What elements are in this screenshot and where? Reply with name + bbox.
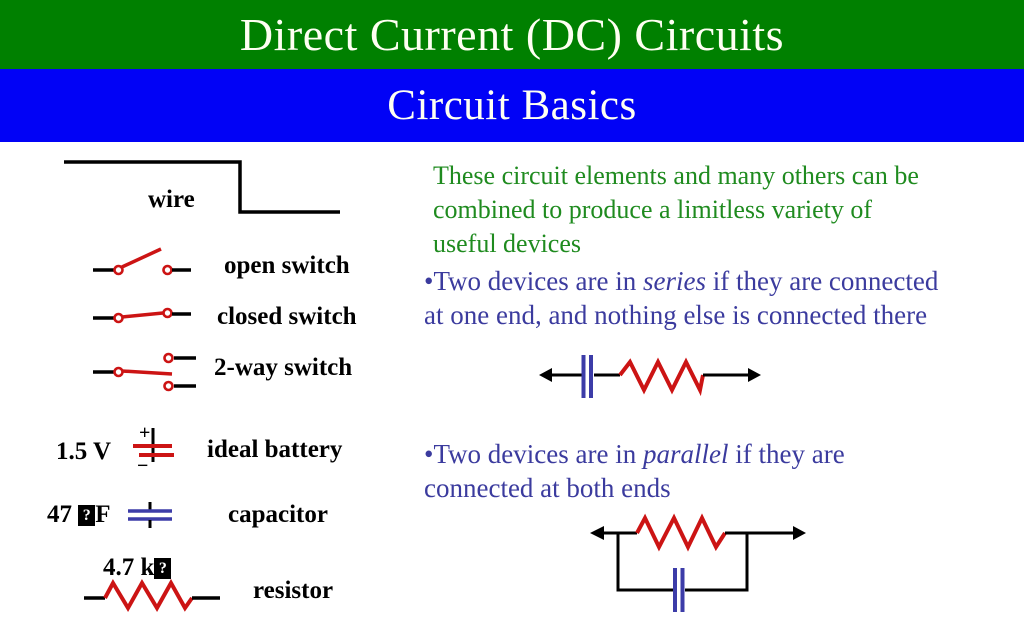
slide-subtitle: Circuit Basics: [387, 82, 637, 129]
wire-symbol: [64, 160, 340, 214]
switch-arm: [121, 247, 162, 269]
intro-text: These circuit elements and many others c…: [433, 159, 919, 261]
slide-title: Direct Current (DC) Circuits: [239, 9, 785, 60]
ideal-battery-symbol: [133, 428, 174, 462]
switch-arm: [121, 369, 173, 376]
capacitor-symbol: [128, 502, 172, 528]
open-switch-symbol: [93, 247, 191, 276]
capacitor-value-suffix: F: [95, 501, 111, 528]
resistor-label: resistor: [253, 577, 334, 604]
intro-line: combined to produce a limitless variety …: [433, 195, 872, 224]
arrow-right: [748, 368, 761, 382]
capacitor-value: 47 ?F: [47, 501, 111, 529]
two-way-switch-label: 2-way switch: [214, 354, 353, 381]
parallel-circuit-diagram: [590, 513, 806, 612]
arrow-left: [539, 368, 552, 382]
resistor-value-prefix: 4.7 k: [103, 554, 155, 581]
resistor-zigzag: [103, 578, 194, 612]
parallel-bullet-line1: •Two devices are in parallel if they are: [424, 437, 845, 471]
resistor-zigzag: [618, 357, 705, 397]
two-way-switch-symbol: [93, 352, 196, 392]
wire-label: wire: [148, 186, 195, 213]
contact-left: [113, 312, 124, 324]
closed-switch-symbol: [93, 307, 191, 324]
missing-glyph-box: ?: [154, 558, 172, 579]
battery-value: 1.5 V: [56, 438, 112, 465]
capacitor-value-prefix: 47: [47, 501, 79, 528]
subtitle-banner: Circuit Basics: [0, 69, 1024, 142]
parallel-text-post: if they are: [728, 439, 845, 469]
parallel-text-pre: •Two devices are in: [424, 439, 643, 469]
wire-line: [64, 160, 340, 214]
series-bullet-text: •Two devices are in series if they are c…: [424, 264, 938, 332]
battery-minus-sign: −: [137, 455, 149, 477]
parallel-keyword: parallel: [642, 439, 729, 469]
missing-glyph-box: ?: [78, 505, 96, 526]
ideal-battery-label: ideal battery: [207, 436, 343, 463]
arrow-right: [793, 526, 806, 540]
capacitor-label: capacitor: [228, 501, 328, 528]
resistor-symbol: [84, 578, 220, 612]
contact-left: [113, 264, 124, 276]
arrow-left: [590, 526, 604, 540]
series-text-pre: •Two devices are in: [424, 266, 643, 296]
intro-line: These circuit elements and many others c…: [433, 161, 919, 190]
title-banner: Direct Current (DC) Circuits: [0, 0, 1024, 69]
parallel-bullet-text: •Two devices are in parallel if they are…: [424, 437, 845, 505]
contact-right: [162, 264, 173, 276]
series-text-post: if they are connected: [705, 266, 939, 296]
switch-arm: [121, 311, 164, 319]
contact-left: [113, 366, 124, 378]
resistor-zigzag: [635, 513, 727, 552]
open-switch-label: open switch: [224, 252, 350, 279]
battery-plus-sign: +: [139, 422, 151, 444]
series-bullet-line2: at one end, and nothing else is connecte…: [424, 300, 928, 330]
intro-line: useful devices: [433, 229, 582, 258]
parallel-bullet-line2: connected at both ends: [424, 473, 671, 503]
series-bullet-line1: •Two devices are in series if they are c…: [424, 264, 938, 298]
closed-switch-label: closed switch: [217, 303, 357, 330]
contact-top: [163, 352, 174, 364]
series-keyword: series: [642, 266, 706, 296]
contact-bottom: [163, 380, 174, 392]
resistor-value: 4.7 k?: [103, 554, 172, 582]
series-circuit-diagram: [539, 355, 761, 398]
contact-right: [162, 307, 173, 319]
